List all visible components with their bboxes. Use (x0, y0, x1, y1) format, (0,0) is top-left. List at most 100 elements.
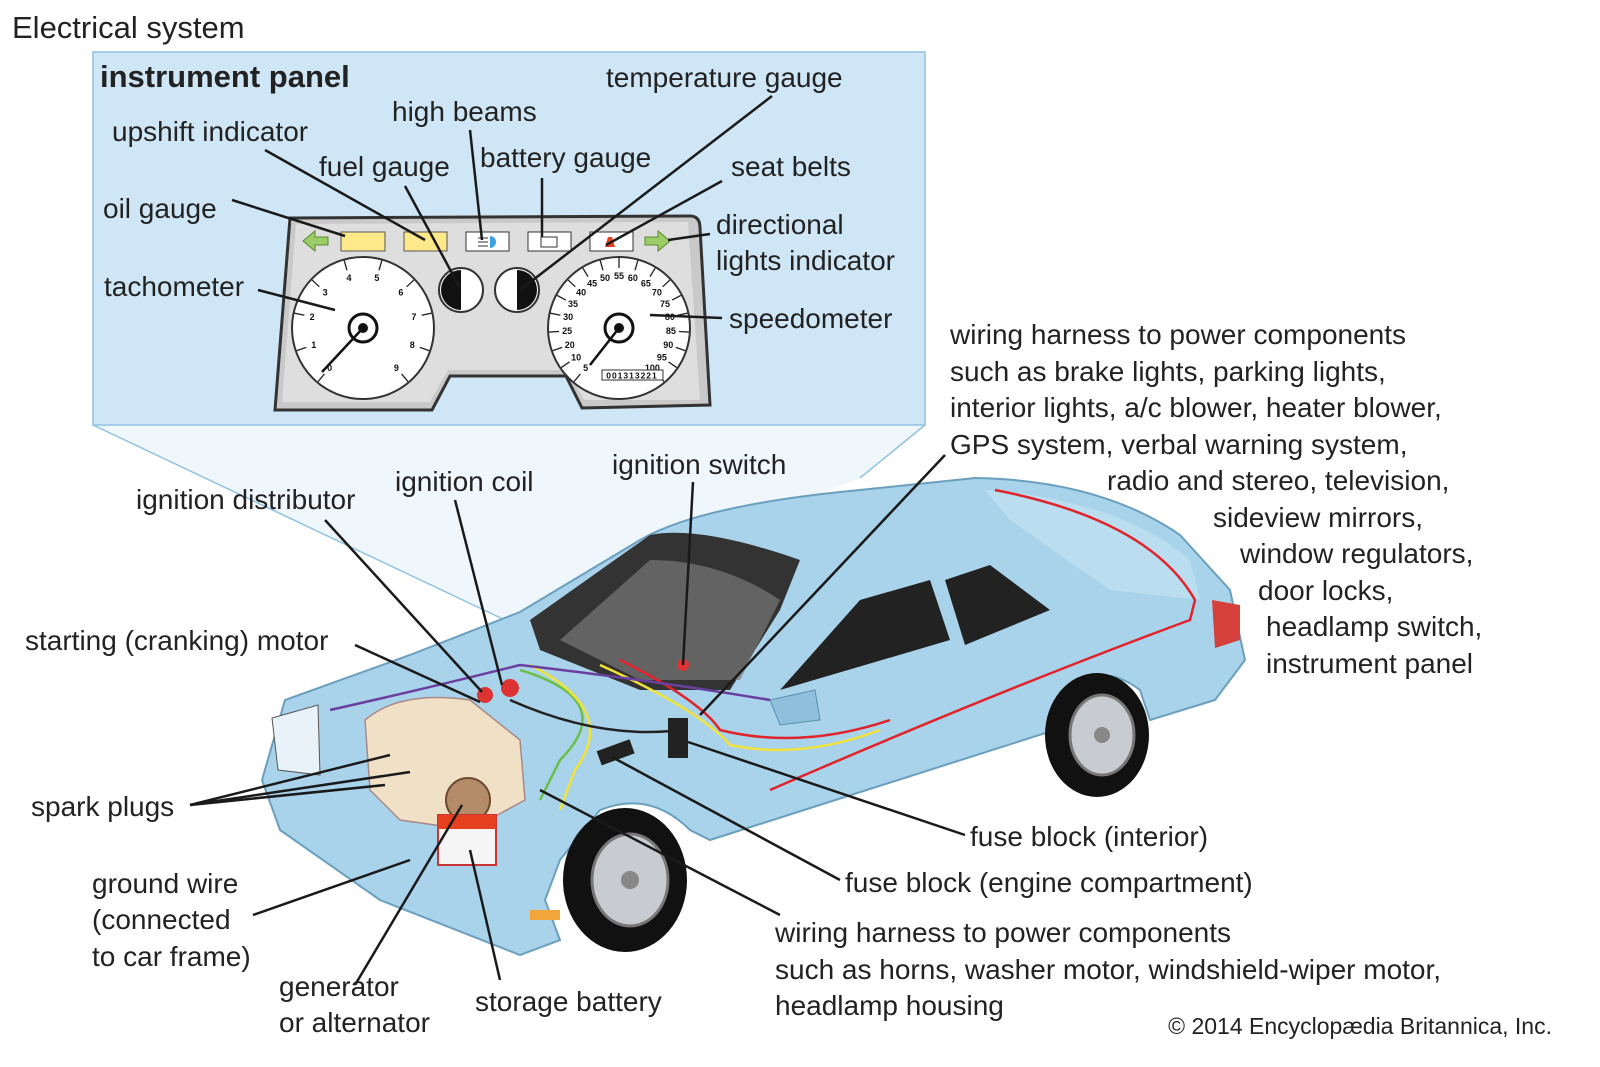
harness-top-line: instrument panel (1266, 648, 1473, 679)
oil-gauge-indicator (340, 231, 386, 252)
label-directional-1: directional (716, 209, 844, 240)
label-ground-wire-2: (connected (92, 904, 231, 935)
front-wheel (563, 808, 687, 952)
gauge-tick (549, 330, 560, 333)
gauge-tick (552, 346, 563, 352)
magnifier-lines (92, 424, 926, 621)
gauge-tick-label: 5 (583, 363, 588, 373)
gauge-tick-label: 70 (652, 287, 662, 297)
gauge-tick-label: 4 (347, 273, 352, 283)
gauge-tick (599, 260, 604, 271)
gauge-tick (343, 260, 348, 271)
gauge-tick-label: 60 (628, 273, 638, 283)
tachometer-needle (321, 327, 364, 373)
gauge-tick (419, 346, 430, 352)
label-storage-battery: storage battery (475, 986, 662, 1017)
gauge-tick (582, 267, 589, 277)
label-generator-1: generator (279, 971, 399, 1002)
battery-gauge-indicator (527, 231, 572, 252)
label-starting-motor: starting (cranking) motor (25, 625, 328, 656)
gauge-tick (550, 312, 561, 316)
diagram-title: Electrical system (12, 10, 245, 45)
gauge-tick (296, 346, 307, 352)
label-temperature-gauge: temperature gauge (606, 62, 843, 93)
side-mirror (769, 689, 821, 726)
gauge-tick-label: 2 (310, 312, 315, 322)
gauge-tick (560, 361, 570, 369)
label-fuel-gauge: fuel gauge (319, 151, 450, 182)
battery-icon (540, 236, 558, 248)
gauge-tick (311, 279, 320, 288)
speedometer-needle (589, 327, 620, 366)
gauge-tick-label: 35 (568, 299, 578, 309)
left-arrow-indicator-icon (302, 229, 329, 253)
right-arrow-indicator-icon (644, 229, 671, 253)
ignition-coil (501, 679, 519, 697)
instrument-panel-title: instrument panel (100, 59, 350, 94)
gauge-tick-label: 25 (562, 326, 572, 336)
gauge-tick-label: 8 (410, 340, 415, 350)
gauge-tick (294, 312, 305, 316)
gauge-tick (634, 260, 639, 271)
fuse-block-interior (668, 718, 688, 758)
gauge-tick-label: 100 (645, 363, 660, 373)
front-side-window (780, 580, 950, 690)
gauge-tick (662, 279, 671, 288)
gauge-tick (421, 312, 432, 316)
gauge-tick-label: 30 (563, 312, 573, 322)
rear-side-window (945, 565, 1050, 645)
marker-light (530, 910, 560, 920)
gauge-tick (573, 373, 581, 383)
gauge-tick (567, 279, 576, 288)
gauge-tick-label: 7 (411, 312, 416, 322)
harness-top-line: door locks, (1258, 575, 1393, 606)
label-high-beams: high beams (392, 96, 537, 127)
harness-top-line: window regulators, (1239, 538, 1473, 569)
gauge-tick (406, 279, 415, 288)
harness-top-line: radio and stereo, television, (1107, 465, 1449, 496)
gauge-tick-label: 90 (663, 340, 673, 350)
gauge-tick-label: 10 (571, 352, 581, 362)
label-directional-2: lights indicator (716, 245, 895, 276)
harness-top-line: headlamp switch, (1266, 611, 1482, 642)
gauge-tick-label: 9 (394, 363, 399, 373)
gauge-tick-label: 6 (398, 287, 403, 297)
harness-top-line: sideview mirrors, (1213, 502, 1423, 533)
wiring (329, 488, 1197, 811)
harness-top-label: wiring harness to power components such … (949, 319, 1482, 679)
gauge-tick-label: 85 (666, 326, 676, 336)
gauge-tick (556, 294, 567, 301)
gauge-tick-label: 20 (565, 340, 575, 350)
label-ground-wire-3: to car frame) (92, 941, 251, 972)
gauge-tick-label: 5 (374, 273, 379, 283)
car-leader-lines (189, 454, 966, 986)
gauge-tick (671, 294, 682, 301)
upshift-indicator (403, 231, 448, 252)
odometer: 001313221 (606, 371, 658, 381)
rear-wheel (1045, 673, 1149, 797)
gauge-tick-label: 65 (641, 278, 651, 288)
harness-top-line: such as brake lights, parking lights, (950, 356, 1386, 387)
label-tachometer: tachometer (104, 271, 244, 302)
label-harness-bottom-2: such as horns, washer motor, windshield-… (775, 954, 1441, 985)
gauge-tick-label: 1 (311, 340, 316, 350)
car-roof (985, 490, 1200, 600)
gauge-tick (675, 346, 686, 352)
gauge-tick-label: 50 (600, 273, 610, 283)
gauge-tick-label: 95 (657, 352, 667, 362)
taillight (1212, 600, 1240, 648)
harness-top-line: wiring harness to power components (949, 319, 1406, 350)
label-speedometer: speedometer (729, 303, 892, 334)
label-battery-gauge: battery gauge (480, 142, 651, 173)
label-ignition-coil: ignition coil (395, 466, 534, 497)
gauge-tick (317, 373, 325, 383)
label-oil-gauge: oil gauge (103, 193, 217, 224)
high-beam-icon (490, 236, 496, 248)
label-upshift-indicator: upshift indicator (112, 116, 308, 147)
gauge-tick-label: 40 (576, 287, 586, 297)
label-ground-wire-1: ground wire (92, 868, 238, 899)
gauge-tick-label: 45 (587, 278, 597, 288)
